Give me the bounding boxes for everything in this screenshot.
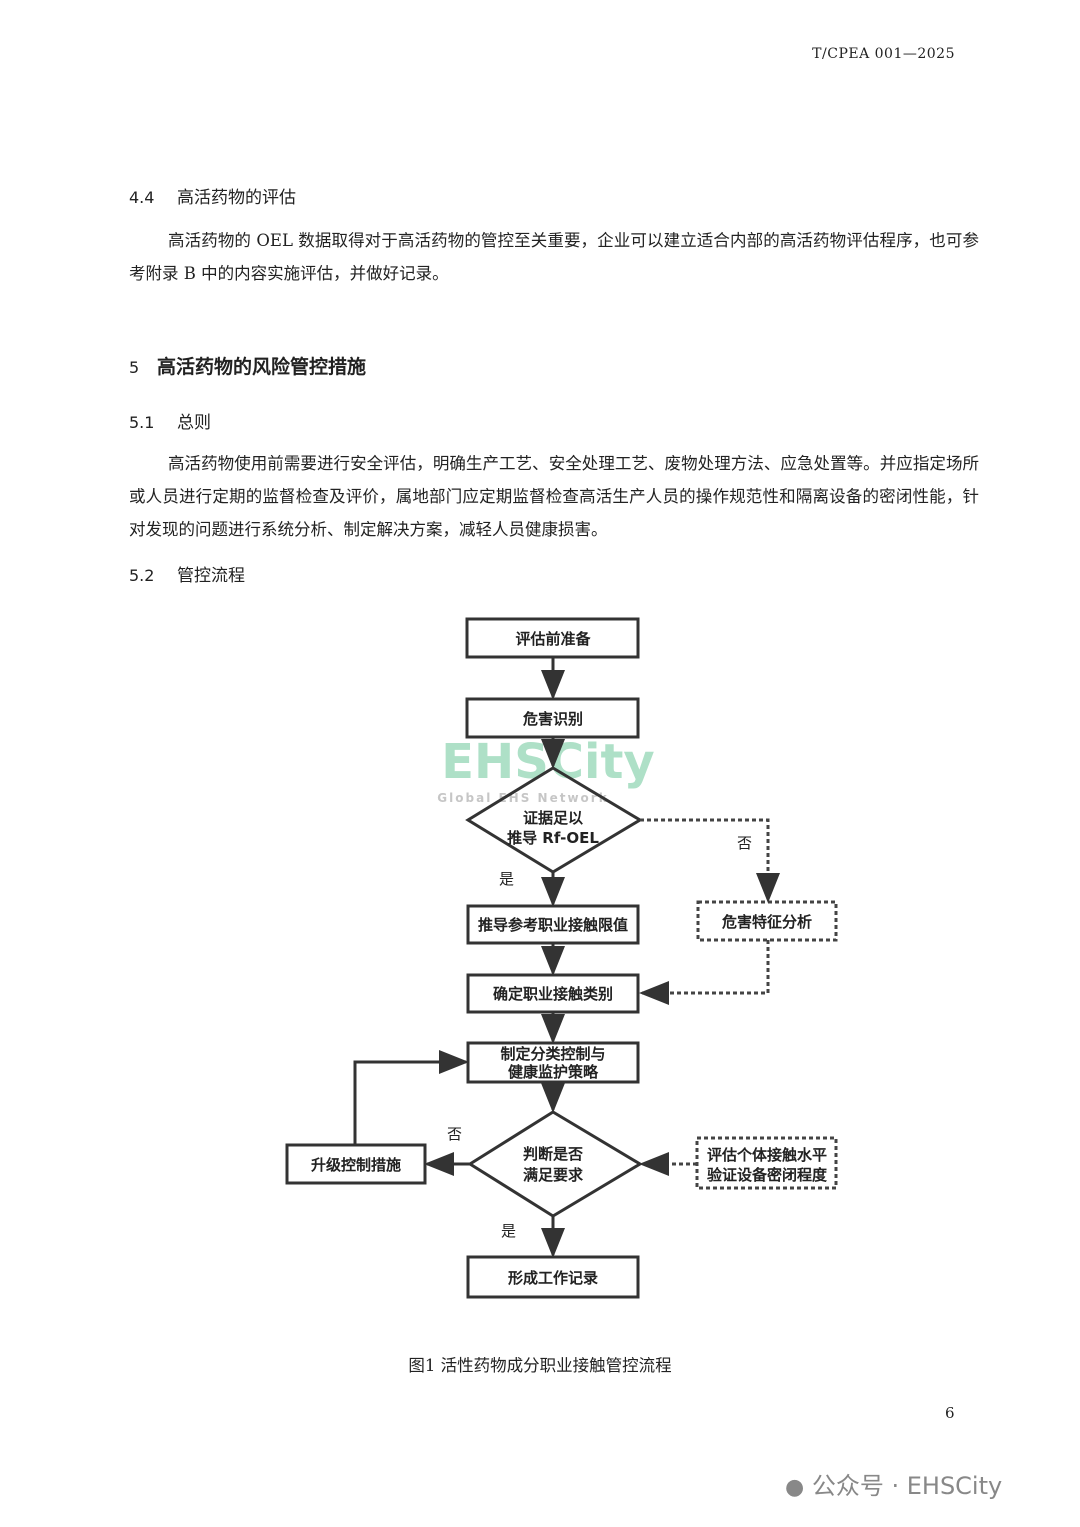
- section-title: 管控流程: [177, 566, 245, 586]
- watermark-brand: EHSCity: [441, 734, 654, 790]
- node-label: 形成工作记录: [508, 1269, 598, 1287]
- edge-label-yes: 是: [501, 1222, 516, 1240]
- section-5-1-paragraph: 高活药物使用前需要进行安全评估，明确生产工艺、安全处理工艺、废物处理方法、应急处…: [129, 454, 979, 539]
- footer-text: 公众号 · EHSCity: [811, 1472, 1003, 1500]
- node-label: 升级控制措施: [311, 1156, 401, 1174]
- node-label: 推导参考职业接触限值: [478, 916, 628, 934]
- node-label: 健康监护策略: [508, 1063, 599, 1081]
- figure-caption: 图1 活性药物成分职业接触管控流程: [408, 1356, 672, 1375]
- edge-label-no: 否: [737, 834, 752, 852]
- node-label: 评估个体接触水平: [707, 1146, 827, 1164]
- section-number: 4.4: [129, 188, 155, 207]
- watermark-tagline: Global EHS Network: [437, 791, 608, 805]
- edge-label-no: 否: [447, 1125, 462, 1143]
- section-4-4-heading: 4.4 高活药物的评估: [129, 183, 296, 208]
- page-number: 6: [945, 1404, 955, 1422]
- section-title: 高活药物的风险管控措施: [157, 356, 367, 378]
- node-label: 判断是否: [523, 1145, 583, 1163]
- flowchart: EHSCity Global EHS Network 评估前准备 危害识别 证据…: [285, 617, 838, 1299]
- section-title: 高活药物的评估: [177, 188, 296, 208]
- section-title: 总则: [177, 413, 211, 433]
- diamond-judge: [467, 1110, 643, 1218]
- node-label: 危害特征分析: [722, 913, 812, 931]
- section-4-4-paragraph: 高活药物的 OEL 数据取得对于高活药物的管控至关重要，企业可以建立适合内部的高…: [129, 231, 979, 283]
- doc-id-header: T/CPEA 001—2025: [812, 46, 955, 62]
- node-label: 危害识别: [523, 710, 583, 728]
- wechat-footer: ● 公众号 · EHSCity: [785, 1466, 1002, 1501]
- wechat-icon: ●: [785, 1475, 805, 1500]
- section-5-2-heading: 5.2 管控流程: [129, 561, 245, 586]
- node-label: 验证设备密闭程度: [707, 1166, 828, 1184]
- node-label: 确定职业接触类别: [493, 985, 613, 1003]
- section-number: 5.1: [129, 413, 155, 432]
- edge-label-yes: 是: [499, 870, 514, 888]
- node-label: 证据足以: [523, 809, 583, 827]
- section-5-heading: 5 高活药物的风险管控措施: [129, 352, 366, 379]
- dashed-arrow-back: [639, 940, 770, 1005]
- dashed-arrow-no: [640, 818, 780, 903]
- node-label: 评估前准备: [515, 630, 591, 648]
- section-number: 5: [129, 358, 140, 377]
- node-label: 满足要求: [523, 1166, 584, 1184]
- section-number: 5.2: [129, 566, 155, 585]
- node-label: 制定分类控制与: [500, 1045, 605, 1063]
- section-5-1-heading: 5.1 总则: [129, 408, 211, 433]
- ehscity-watermark: EHSCity Global EHS Network: [437, 734, 654, 805]
- node-label: 推导 Rf-OEL: [507, 829, 599, 847]
